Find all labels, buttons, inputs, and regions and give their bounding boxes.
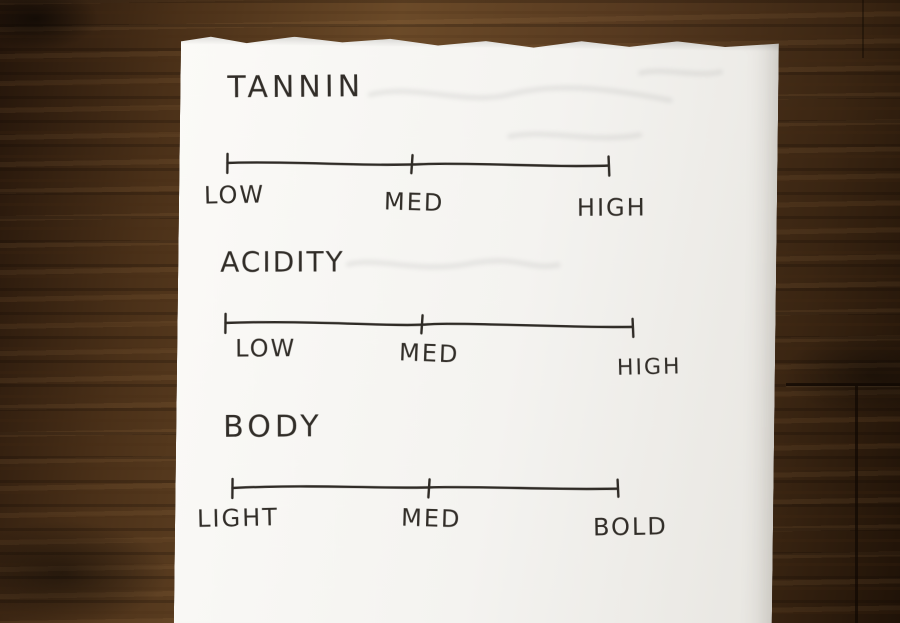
scale-label-light: LIGHT bbox=[196, 503, 280, 534]
scale-tannin: TANNIN LOW MED HIGH bbox=[181, 32, 779, 39]
tick-mark-high bbox=[632, 319, 633, 337]
scale-title: BODY bbox=[223, 409, 323, 445]
scale-label-low: LOW bbox=[203, 180, 266, 210]
tick-mark-med bbox=[421, 315, 422, 333]
scale-label-low: LOW bbox=[235, 334, 297, 363]
scale-line bbox=[224, 149, 614, 184]
scale-label-bold: BOLD bbox=[592, 512, 669, 542]
tick-mark-high bbox=[608, 157, 609, 176]
plank-seam-top-right bbox=[862, 0, 864, 58]
notepad-paper: TANNIN LOW MED HIGH ACIDITY LOW MED HIGH bbox=[174, 32, 779, 623]
scale-body: BODY LIGHT MED BOLD bbox=[181, 32, 779, 39]
scale-label-high: HIGH bbox=[576, 193, 647, 222]
ink-show-through-marks bbox=[308, 49, 751, 324]
scale-label-med: MED bbox=[398, 338, 460, 369]
scale-label-high: HIGH bbox=[616, 354, 682, 381]
scale-acidity: ACIDITY LOW MED HIGH bbox=[181, 32, 779, 39]
scale-label-med: MED bbox=[383, 187, 445, 218]
plank-seam-horizontal bbox=[786, 383, 900, 386]
tick-mark-med bbox=[428, 479, 429, 497]
scale-label-med: MED bbox=[400, 503, 462, 534]
tick-mark-med bbox=[411, 155, 412, 173]
plank-seam-vertical bbox=[855, 386, 858, 623]
scale-title: ACIDITY bbox=[220, 245, 345, 279]
scale-line bbox=[229, 473, 623, 508]
scale-title: TANNIN bbox=[227, 69, 365, 106]
scale-line bbox=[222, 309, 638, 344]
tick-mark-bold bbox=[617, 480, 618, 497]
